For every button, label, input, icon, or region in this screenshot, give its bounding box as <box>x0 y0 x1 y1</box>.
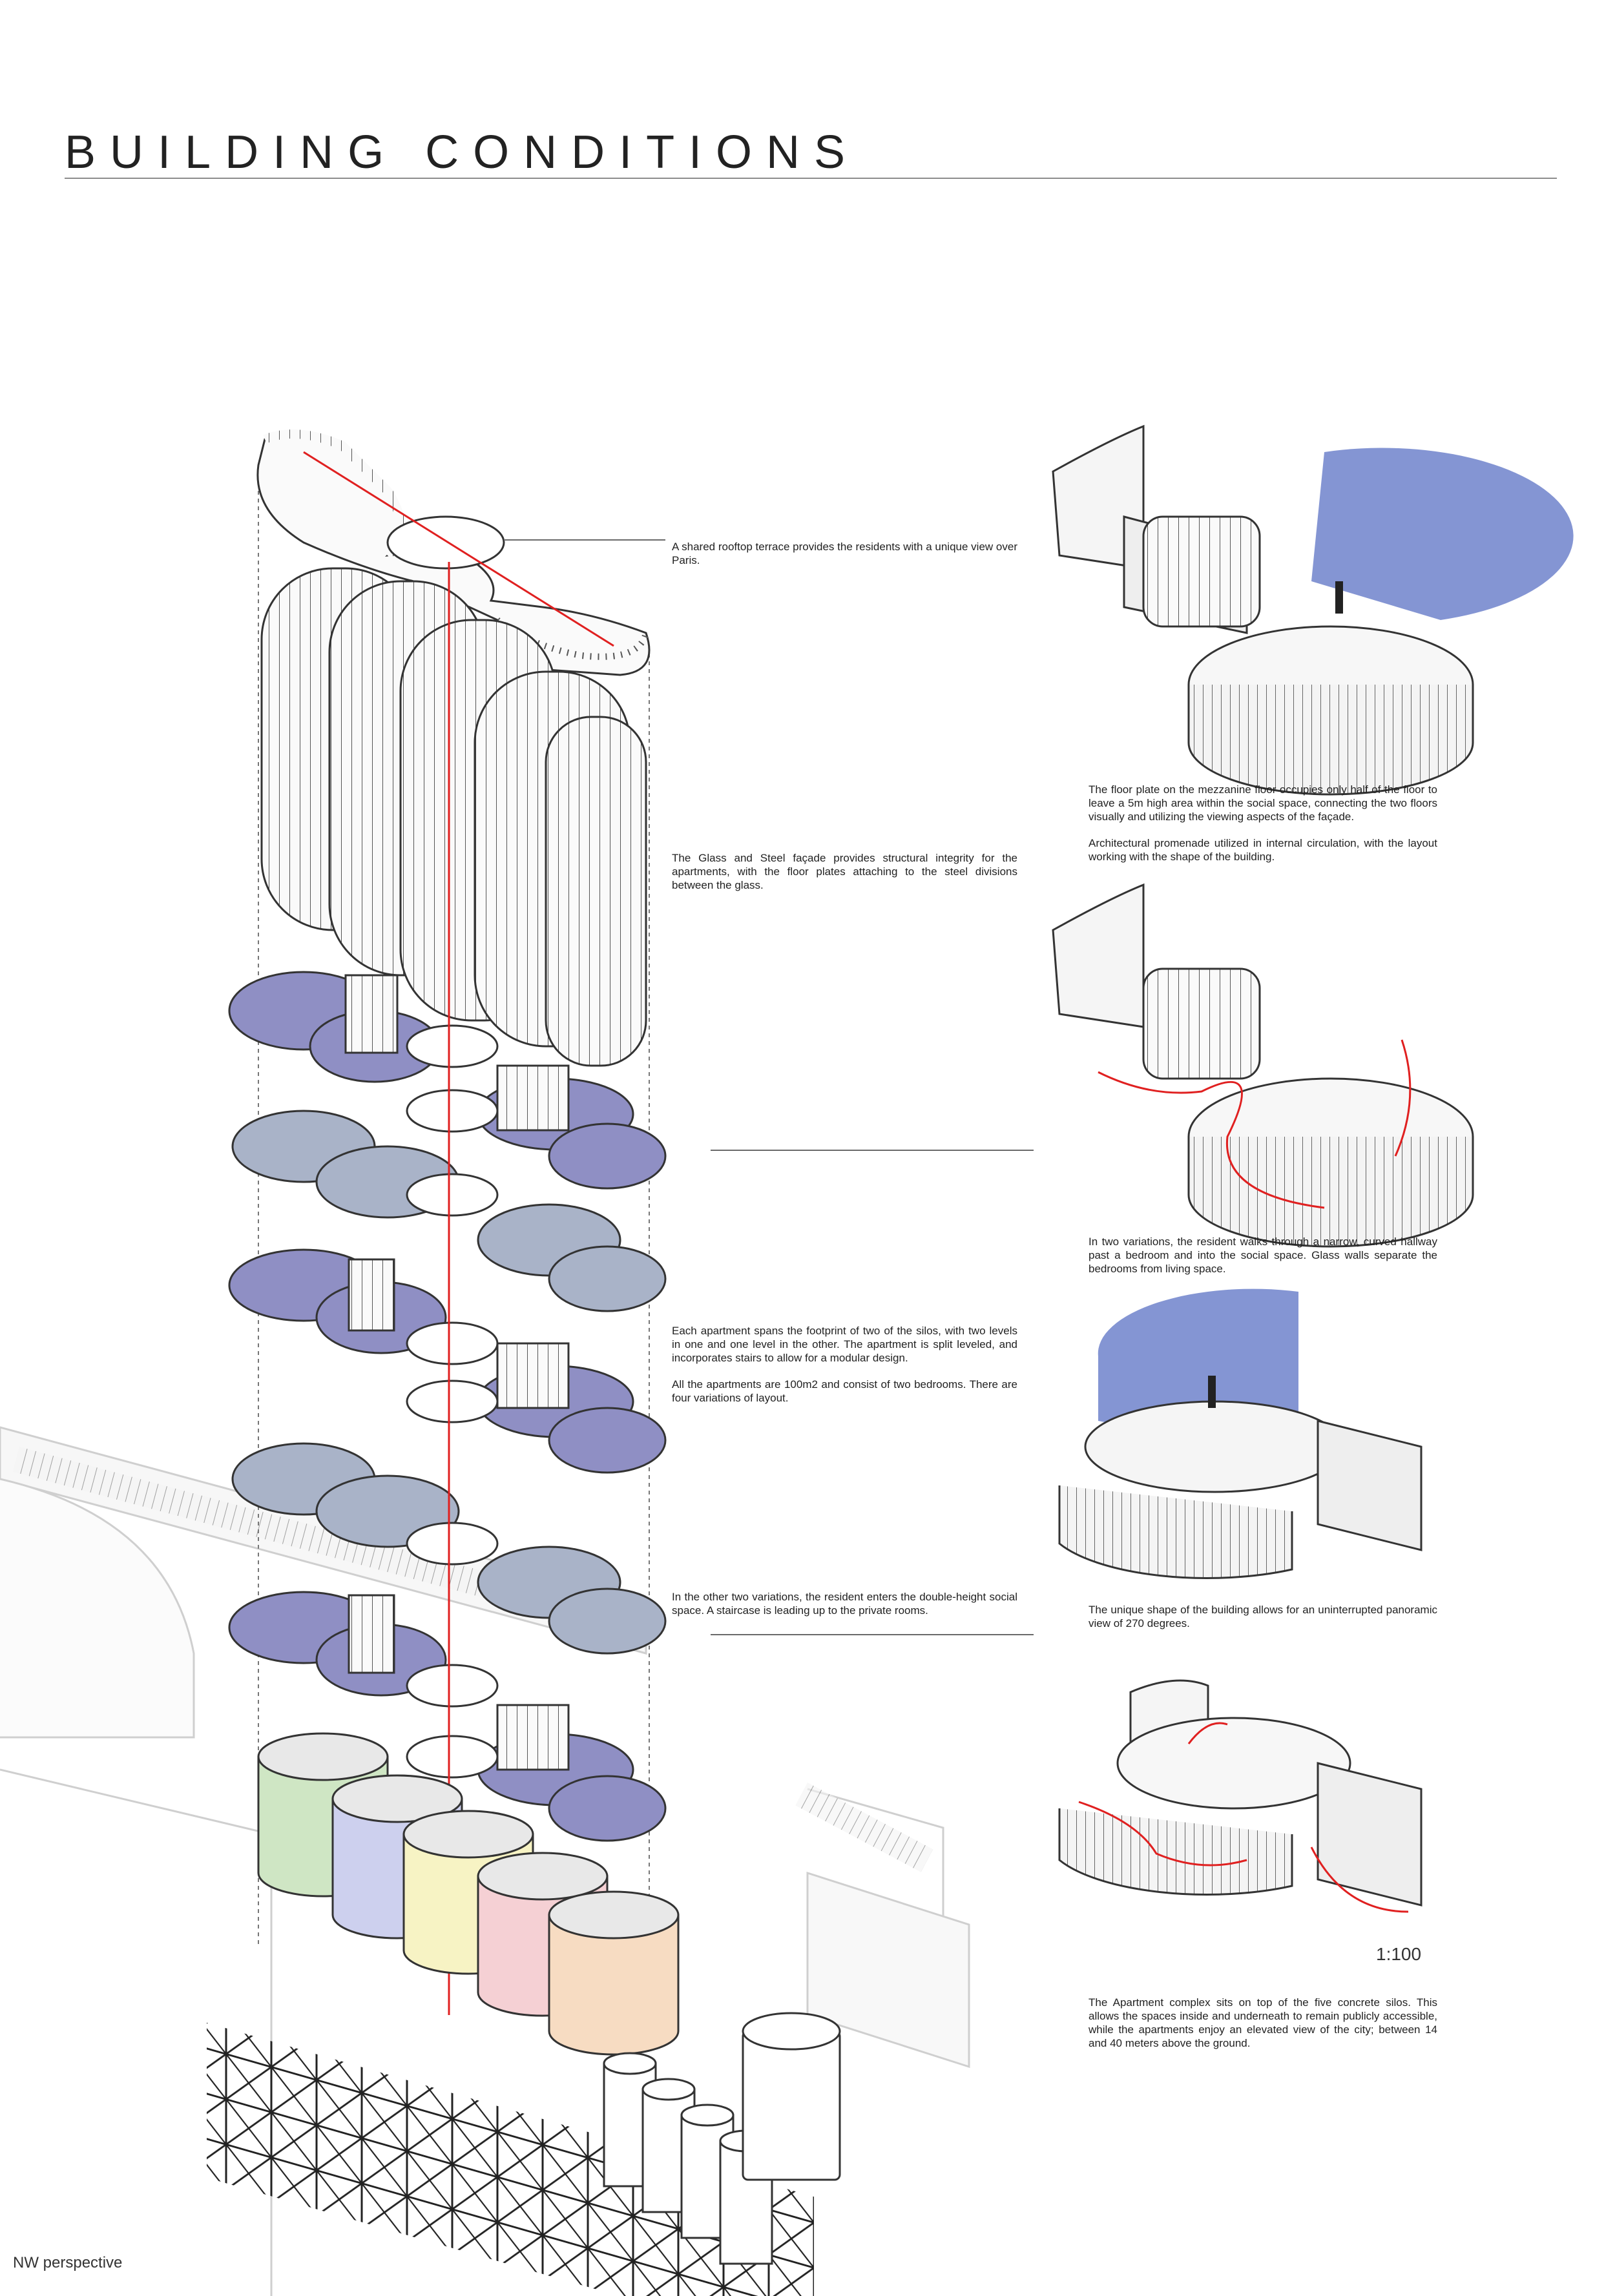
note-rooftop-text: A shared rooftop terrace provides the re… <box>672 541 1017 566</box>
note-hallway-text: In two variations, the resident walks th… <box>1089 1236 1437 1275</box>
note-mezzanine: The floor plate on the mezzanine floor o… <box>1089 783 1437 864</box>
note-panoramic: The unique shape of the building allows … <box>1089 1603 1437 1630</box>
note-apartment-variations-text: All the apartments are 100m2 and consist… <box>672 1378 1017 1404</box>
apartment-floors <box>228 971 667 1842</box>
detail-mezzanine <box>1052 424 1574 796</box>
view-caption: NW perspective <box>13 2254 123 2271</box>
railing-context-right <box>795 1783 933 1872</box>
title-rule <box>65 178 1557 179</box>
detail-circulation <box>1058 1679 1422 1913</box>
concrete-silos <box>257 1732 680 2056</box>
detail-hallway <box>1052 883 1474 1248</box>
steel-truss-base <box>207 2022 814 2296</box>
note-mezzanine-text: The floor plate on the mezzanine floor o… <box>1089 783 1437 823</box>
note-hallway: In two variations, the resident walks th… <box>1089 1235 1437 1276</box>
note-double-height-text: In the other two variations, the residen… <box>672 1591 1017 1617</box>
explosion-guides <box>258 491 650 1944</box>
scale-label: 1:100 <box>1376 1944 1422 1964</box>
detail-panoramic <box>1058 1288 1422 1579</box>
railing-context <box>12 1447 619 1633</box>
leader-rooftop <box>504 539 665 541</box>
rooftop-terrace <box>256 429 651 676</box>
small-silos <box>603 2012 841 2265</box>
note-silos: The Apartment complex sits on top of the… <box>1089 1996 1437 2050</box>
note-silos-text: The Apartment complex sits on top of the… <box>1089 1996 1437 2049</box>
leader-middle <box>711 1150 1034 1151</box>
note-facade-text: The Glass and Steel façade provides stru… <box>672 852 1017 891</box>
note-facade: The Glass and Steel façade provides stru… <box>672 851 1017 892</box>
leader-double-height <box>711 1634 1034 1635</box>
note-panoramic-text: The unique shape of the building allows … <box>1089 1604 1437 1629</box>
page-title: BUILDING CONDITIONS <box>65 127 860 178</box>
note-apartments: Each apartment spans the footprint of tw… <box>672 1324 1017 1405</box>
glass-steel-facade <box>260 567 647 1067</box>
note-promenade-text: Architectural promenade utilized in inte… <box>1089 837 1437 863</box>
note-rooftop: A shared rooftop terrace provides the re… <box>672 540 1017 567</box>
note-double-height: In the other two variations, the residen… <box>672 1590 1017 1617</box>
note-apartment-span-text: Each apartment spans the footprint of tw… <box>672 1325 1017 1364</box>
